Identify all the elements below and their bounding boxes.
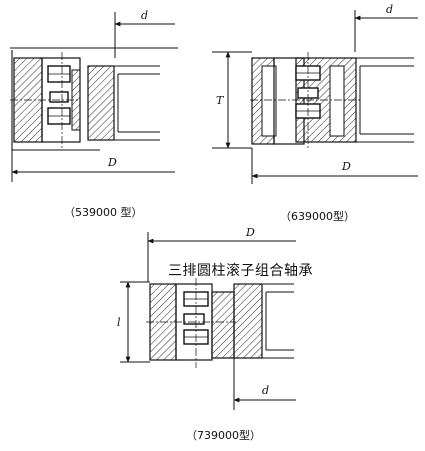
fig1-d-label: d (141, 9, 148, 22)
fig3-caption: （739000型） (186, 429, 261, 442)
fig2-T-label: T (216, 94, 225, 107)
fig1-caption: （539000 型） (64, 206, 143, 219)
fig3-inner-ring (233, 283, 263, 359)
fig3-D-label: D (245, 226, 255, 239)
figure-539000: d D (10, 9, 178, 182)
fig2-d-label: d (386, 3, 393, 16)
fig1-inner-ring (87, 65, 115, 141)
fig3-l-label: l (117, 316, 121, 329)
diagram-title: 三排圆柱滚子组合轴承 (168, 263, 313, 279)
fig2-caption: （639000型） (280, 210, 355, 223)
fig3-d-label: d (262, 384, 269, 397)
fig1-D-label: D (107, 156, 117, 169)
figure-639000: d T D (212, 3, 418, 184)
fig2-D-label: D (341, 160, 351, 173)
figure-739000: D l d (117, 226, 296, 410)
